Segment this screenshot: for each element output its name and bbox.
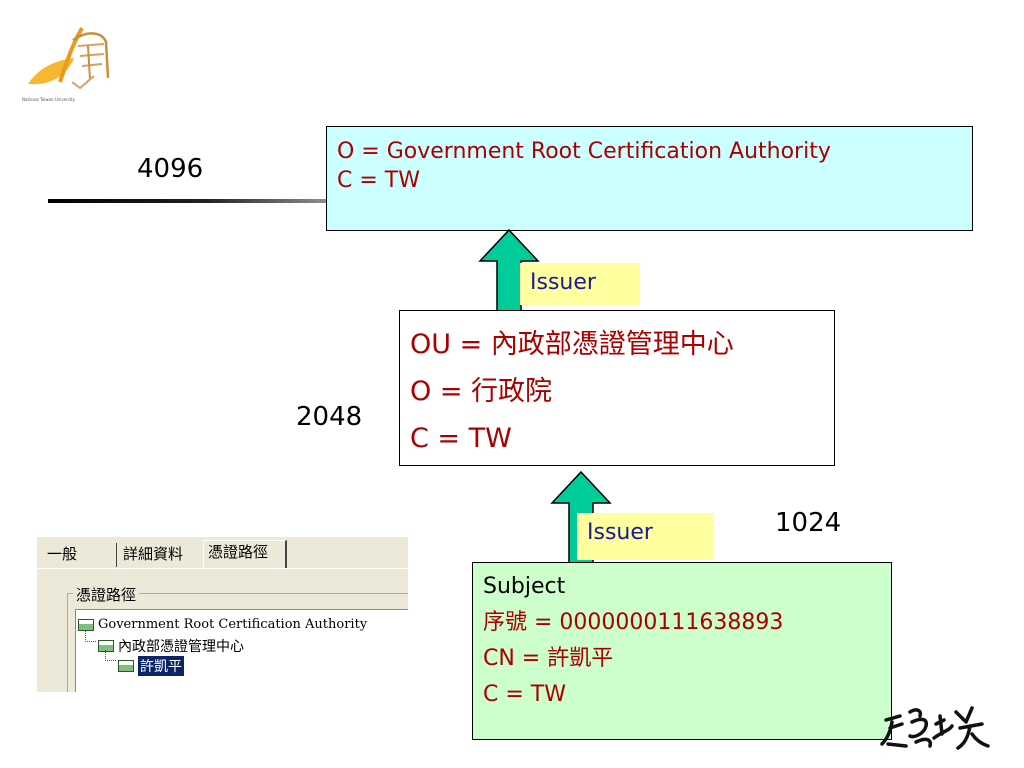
certificate-tree: Government Root Certification Authority … [75, 609, 408, 692]
certificate-icon [118, 660, 134, 672]
cn-value: 許凱平 [547, 646, 614, 671]
intermediate-ca-country: C = TW [410, 423, 512, 454]
key-size-subject: 1024 [775, 508, 842, 538]
tree-item-root[interactable]: Government Root Certification Authority [78, 617, 367, 632]
tree-item-intermediate[interactable]: 內政部憑證管理中心 [98, 636, 244, 656]
root-divider-line [48, 199, 338, 203]
issuer-label-1: Issuer [520, 263, 640, 305]
ou-label: OU = [410, 329, 491, 360]
tab-general[interactable]: 一般 [43, 543, 117, 567]
subject-country: C = TW [483, 682, 566, 707]
certification-path-group [67, 593, 408, 692]
tab-strip-line [37, 568, 408, 569]
root-ca-country: C = TW [337, 168, 420, 193]
tab-details[interactable]: 詳細資料 [119, 543, 205, 567]
subject-serial: 序號 = 0000000111638893 [483, 605, 891, 641]
university-logo [28, 27, 110, 90]
serial-label: 序號 [483, 610, 528, 635]
o-label: O = [410, 376, 472, 407]
root-ca-box: O = Government Root Certification Author… [326, 126, 973, 231]
subject-cn: CN = 許凱平 [483, 641, 891, 677]
ou-value: 內政部憑證管理中心 [490, 329, 734, 360]
key-size-root: 4096 [137, 154, 204, 184]
intermediate-ca-o: O = 行政院 [410, 368, 834, 415]
tree-connector [85, 631, 96, 642]
handwritten-signature [880, 706, 990, 750]
cn-label: CN = [483, 646, 548, 671]
logo-caption: National Taiwan University [22, 97, 75, 102]
tree-item-label: 內政部憑證管理中心 [118, 639, 244, 655]
tab-certification-path[interactable]: 憑證路徑 [203, 540, 287, 568]
subject-heading: Subject [483, 574, 566, 599]
tree-item-label: Government Root Certification Authority [98, 617, 368, 632]
subject-box: Subject 序號 = 0000000111638893 CN = 許凱平 C… [472, 562, 892, 740]
certificate-icon [98, 640, 114, 652]
tree-item-subject[interactable]: 許凱平 [118, 656, 184, 676]
group-title: 憑證路徑 [73, 584, 140, 605]
intermediate-ca-box: OU = 內政部憑證管理中心 O = 行政院 C = TW [399, 310, 835, 466]
issuer-label-2: Issuer [577, 513, 714, 560]
certificate-path-screenshot: 一般 詳細資料 憑證路徑 憑證路徑 Government Root Certif… [37, 537, 408, 692]
tree-item-label-selected: 許凱平 [138, 656, 184, 676]
tree-connector [105, 650, 116, 661]
root-ca-organization: O = Government Root Certification Author… [337, 139, 831, 164]
serial-value: = 0000000111638893 [527, 610, 784, 635]
o-value: 行政院 [471, 376, 553, 407]
intermediate-ca-ou: OU = 內政部憑證管理中心 [410, 321, 834, 368]
key-size-intermediate: 2048 [296, 402, 363, 432]
certificate-icon [78, 618, 94, 631]
